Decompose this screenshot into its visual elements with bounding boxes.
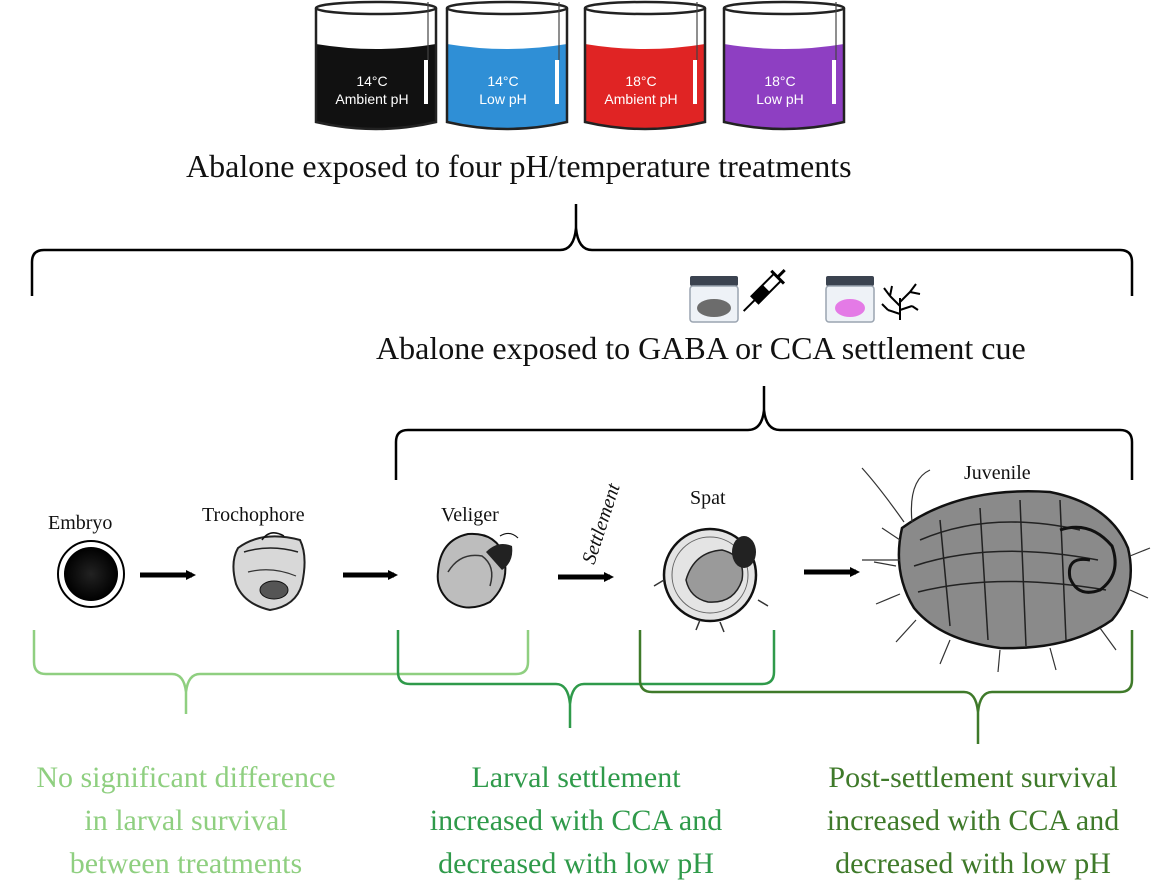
result-settlement-line: decreased with low pH [438,847,714,880]
treatments-bracket [30,227,1134,296]
survival-bracket [32,630,530,714]
syringe-icon [742,269,786,312]
beaker-ph-label: Ambient pH [604,91,677,107]
spat-illustration [653,527,769,633]
result-post-line: decreased with low pH [835,847,1111,880]
beaker-ph-label: Low pH [479,91,526,107]
thermometer-icon [424,60,428,104]
result-survival-line: No significant difference [36,761,336,794]
result-settlement-line: increased with CCA and [429,804,723,837]
beaker-liquid [447,44,567,129]
gaba-jar-icon [689,276,739,323]
beaker-rim [583,0,707,16]
beaker-liquid [316,44,436,129]
beaker-liquid [585,44,705,129]
stage-embryo-label: Embryo [48,512,113,534]
stage-juvenile-label: Juvenile [964,462,1031,484]
treatments-heading: Abalone exposed to four pH/temperature t… [186,148,852,184]
beaker-4: 18°C Low pH [722,0,846,131]
thermometer-icon [832,60,836,104]
juvenile-illustration [861,467,1151,673]
result-post-line: increased with CCA and [826,804,1120,837]
beaker-glass [314,8,438,131]
beaker-2: 14°C Low pH [445,0,569,131]
beaker-temp-label: 18°C [764,73,795,89]
stage-spat-label: Spat [690,487,726,509]
beaker-rim [722,0,846,16]
beaker-ph-label: Low pH [756,91,803,107]
beaker-glass [722,8,846,131]
cues-heading: Abalone exposed to GABA or CCA settlemen… [376,330,1026,366]
beaker-rim [445,0,569,16]
beaker-liquid [724,44,844,129]
stage-veliger-label: Veliger [441,504,499,526]
stage-trochophore-label: Trochophore [202,504,305,526]
beaker-temp-label: 14°C [487,73,518,89]
beaker-temp-label: 18°C [625,73,656,89]
beaker-rim [314,0,438,16]
embryo-illustration [57,540,125,608]
result-post-settlement: Post-settlement survival increased with … [786,756,1160,885]
beaker-glass [445,8,569,131]
beaker-ph-label: Ambient pH [335,91,408,107]
veliger-illustration [436,532,519,609]
beaker-temp-label: 14°C [356,73,387,89]
result-settlement: Larval settlement increased with CCA and… [388,756,764,885]
result-survival-line: in larval survival [84,804,288,837]
post-settlement-bracket [638,630,1134,744]
result-settlement-line: Larval settlement [471,761,681,794]
trochophore-illustration [232,532,306,612]
thermometer-icon [693,60,697,104]
thermometer-icon [555,60,559,104]
result-survival: No significant difference in larval surv… [0,756,372,885]
cca-jar-icon [825,276,875,323]
coralline-algae-icon [881,283,921,320]
result-survival-line: between treatments [69,847,303,880]
beaker-glass [583,8,707,131]
settlement-bracket [396,630,776,728]
result-post-line: Post-settlement survival [828,761,1118,794]
beaker-3: 18°C Ambient pH [583,0,707,131]
beaker-1: 14°C Ambient pH [314,0,438,131]
